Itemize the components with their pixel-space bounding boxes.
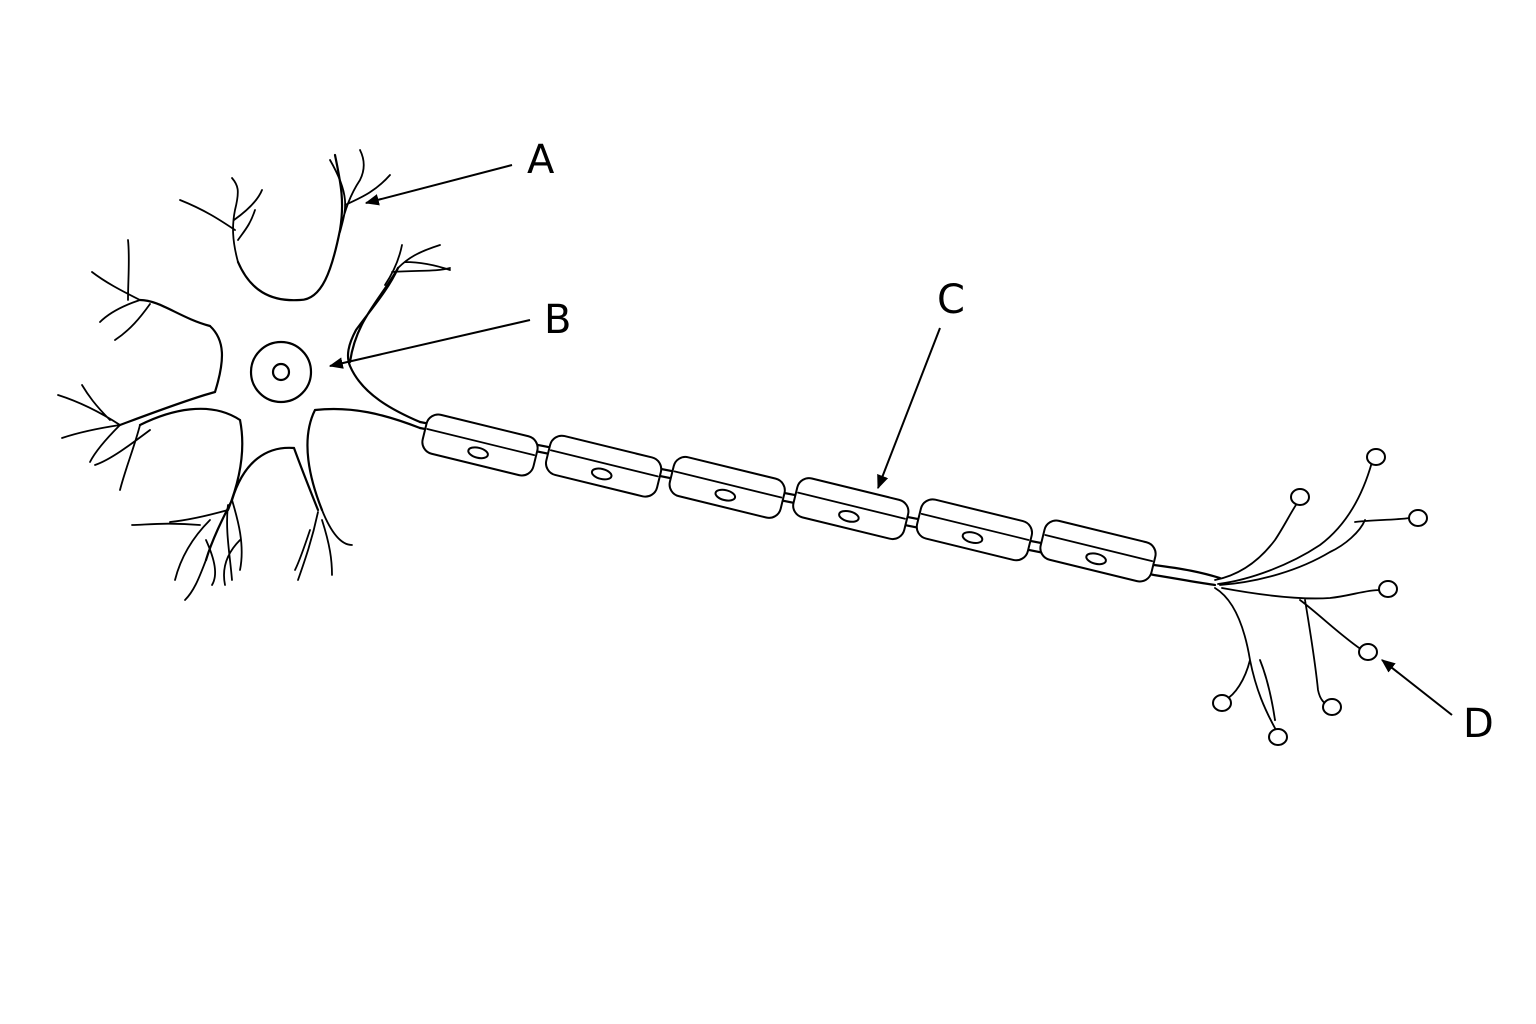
myelin-segment-body [421,413,539,477]
label-c: C [937,277,965,323]
dendrite-branch-upper-right [384,244,451,286]
schwann-cell-nucleus [590,467,613,481]
myelin-segment-body [792,477,910,541]
terminal-bouton [1378,580,1398,598]
myelin-segment [668,455,786,519]
nucleolus [271,362,291,382]
arrow-b [328,319,531,369]
terminal-bouton [1358,643,1378,661]
schwann-cell-nucleus [1085,552,1107,566]
dendrite-branch-top [329,149,391,233]
terminal-bouton [1408,509,1428,527]
schwann-cell-nucleus [838,509,860,523]
arrow-d [1381,659,1453,716]
myelin-segment-body [544,434,663,498]
dendrite-branch-lower-mid [94,424,151,491]
dendrite-branch-top-left [179,177,263,263]
label-a: A [527,137,555,183]
myelin-segment-body [668,455,786,519]
myelin-segment-body [1039,519,1157,583]
myelin-segment [1039,519,1157,583]
axon-inner-line [920,512,1030,541]
arrow-c [877,327,941,490]
myelin-segment [915,498,1034,562]
dendrite-branch-lower-left [57,384,121,463]
label-b: B [544,297,571,343]
terminal-branches [1214,461,1411,731]
soma-outline [118,153,422,562]
schwann-cell-nucleus [961,531,984,544]
axon-inner-line [797,491,906,520]
terminal-bouton [1290,488,1310,506]
axon-terminals [1212,448,1428,746]
terminal-bouton [1322,698,1342,716]
labels: A B C D [527,137,1494,747]
dendrite-branch-bottom [223,499,243,586]
nucleus-outline [249,340,313,404]
myelin-sheath [421,413,1157,583]
axon-inner-line [673,470,783,499]
dendrite-branch-bottom-left [131,509,229,601]
nucleus [249,340,313,404]
axon-inner-line [1044,534,1154,563]
dendrite-branch-left [91,239,151,341]
myelin-segment [544,434,663,498]
axon-inner-line [549,449,659,478]
leader-arrows [328,164,1453,716]
myelin-segment-body [915,498,1034,562]
arrow-a [364,164,513,206]
terminal-bouton [1212,694,1232,712]
cell-body [118,153,422,562]
terminal-bouton [1366,448,1386,466]
myelin-segment [792,477,910,541]
myelin-segment [421,413,539,477]
terminal-bouton [1268,728,1288,746]
schwann-cell-nucleus [714,488,737,502]
axon-inner-line [426,428,536,457]
dendrites [57,149,451,601]
axon-lower-line [418,426,1217,587]
label-d: D [1463,701,1494,747]
schwann-cell-nucleus [467,446,489,460]
dendrite-branch-bottom-right [294,509,353,581]
